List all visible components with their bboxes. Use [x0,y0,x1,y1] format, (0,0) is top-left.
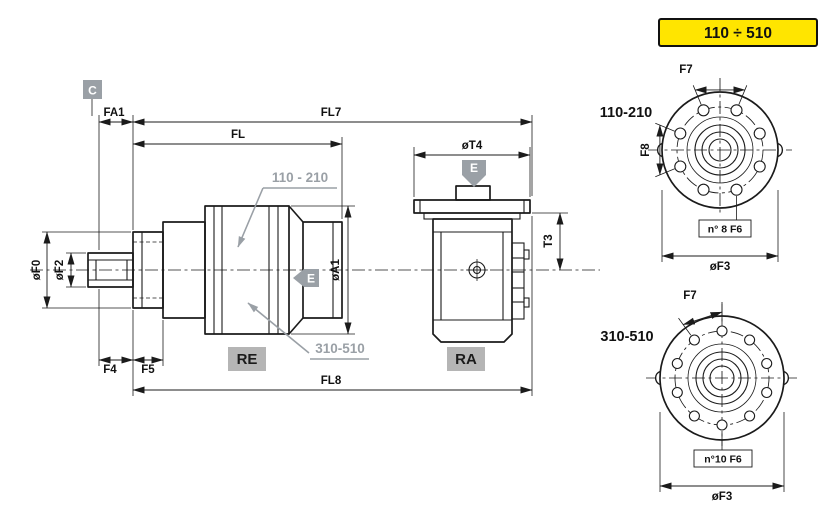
ra-label: RA [455,351,477,368]
dim-label-a1: øA1 [330,259,342,281]
dim-label-f7: F7 [679,64,692,76]
range-badge-box [658,18,818,47]
callout-110-210-label: 110 - 210 [272,170,328,185]
holes-note-label: n°10 F6 [704,454,742,466]
dim-f4-f5: F4 F5 [98,289,164,396]
range-badge: 110 ÷ 510 [658,18,818,47]
detail-marker-e-re: E [293,269,319,287]
dim-label-f4: F4 [103,364,117,376]
callout-310-510: 310-510 [247,302,369,360]
dim-f8: F8 [640,122,675,178]
dim-f3-small: øF3 [661,190,779,273]
callout-leader [237,187,264,248]
section-marker-c: C [83,80,102,116]
gear-housing [162,205,343,335]
dim-f0: øF0 [31,231,131,309]
dim-label-f2: øF2 [54,260,66,280]
note-box [693,449,753,468]
dim-label-fl: FL [231,129,245,141]
dim-label-f8: F8 [640,143,652,157]
re-box [228,347,266,371]
holes-note-10: n°10 F6 [693,431,753,468]
e-marker-label: E [470,161,478,175]
dim-fa1: FA1 [98,107,134,126]
ra-motor-body [432,218,530,343]
dim-label-f3: øF3 [710,261,730,273]
e-arrow-icon [462,160,486,187]
detail-marker-e-ra: E [462,160,486,187]
ra-port-block [511,242,525,320]
bolt-circle [676,106,764,194]
dim-label-fa1: FA1 [103,107,125,119]
dim-label-t4: øT4 [462,140,483,152]
dim-f7-small: F7 [679,64,748,105]
range-badge-label: 110 ÷ 510 [704,25,772,42]
c-marker-box [83,80,102,99]
dim-t4: øT4 [413,140,531,197]
e-marker-label: E [307,272,315,286]
dim-t3: T3 [532,212,568,271]
dim-label-fl7: FL7 [321,107,341,119]
dim-label-f0: øF0 [31,260,43,280]
dim-label-f7: F7 [683,290,696,302]
dim-f7-large: F7 [678,290,723,336]
dim-fl7: FL7 [132,107,533,196]
dim-fl8: FL8 [132,216,533,396]
dim-label-t3: T3 [543,234,555,247]
note-box [698,219,752,238]
type-label-ra: RA [447,347,485,371]
ra-input-hub [455,185,491,201]
ra-view: E RA øT4 T3 [413,140,568,371]
flange-310-510-title: 310-510 [600,329,653,345]
flange-view-110-210: 110-210 F7 [600,64,792,273]
dim-label-f3: øF3 [712,491,732,503]
bolt-holes-8 [674,104,766,196]
ra-box [447,347,485,371]
bolt-holes-10 [671,325,773,431]
flange-110-210-title: 110-210 [600,105,652,121]
ra-mounting-plate [413,199,531,214]
dim-f3-large: øF3 [659,412,785,503]
callout-leader [247,302,310,354]
holes-note-8: n° 8 F6 [698,196,752,238]
dim-a1: øA1 [291,205,355,335]
c-marker-label: C [88,84,97,98]
dim-fl: FL [132,129,343,219]
type-label-re: RE [228,347,266,371]
dim-label-fl8: FL8 [321,375,342,387]
dim-label-f5: F5 [141,364,155,376]
callout-110-210: 110 - 210 [237,170,337,248]
dim-f2: øF2 [54,252,86,288]
holes-note-label: n° 8 F6 [708,224,743,236]
callout-310-510-label: 310-510 [315,341,365,356]
re-label: RE [237,351,258,368]
re-side-view: E C RE 110 - 210 310-510 [83,80,369,371]
e-arrow-icon [293,269,319,287]
re-dimensions: FA1 FL7 FL øF0 øF2 [31,107,533,396]
flange-view-310-510: 310-510 F7 [600,290,798,503]
